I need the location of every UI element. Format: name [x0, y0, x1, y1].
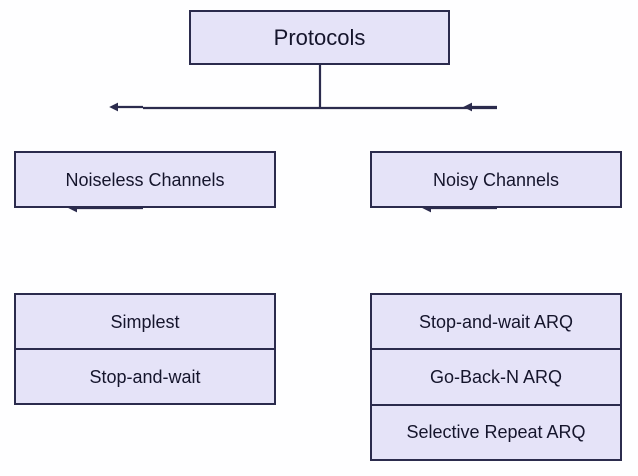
node-noiseless-channels-cell: Noiseless Channels	[16, 153, 274, 206]
node-go-back-n-arq: Go-Back-N ARQ	[372, 348, 620, 404]
connector-root-to-split	[143, 65, 497, 110]
node-selective-repeat-arq: Selective Repeat ARQ	[372, 403, 620, 459]
node-noisy-channels-label: Noisy Channels	[432, 169, 560, 190]
node-protocols-cell: Protocols	[191, 12, 448, 63]
node-noisy-channels: Noisy Channels	[370, 151, 622, 208]
node-simplest: Simplest	[16, 295, 274, 348]
node-protocols: Protocols	[189, 10, 450, 65]
node-simplest-label: Simplest	[110, 311, 180, 332]
node-go-back-n-arq-label: Go-Back-N ARQ	[429, 366, 563, 387]
node-noiseless-channels-label: Noiseless Channels	[65, 169, 225, 190]
node-noiseless-channels: Noiseless Channels	[14, 151, 276, 208]
node-protocols-label: Protocols	[273, 24, 366, 50]
node-noisy-channels-cell: Noisy Channels	[372, 153, 620, 206]
node-stop-and-wait-label: Stop-and-wait	[89, 366, 201, 387]
node-noisy-protocol-list: Stop-and-wait ARQ Go-Back-N ARQ Selectiv…	[370, 293, 622, 461]
node-stop-and-wait-arq: Stop-and-wait ARQ	[372, 295, 620, 349]
node-noiseless-protocol-list: Simplest Stop-and-wait	[14, 293, 276, 405]
node-stop-and-wait: Stop-and-wait	[16, 348, 274, 403]
node-stop-and-wait-arq-label: Stop-and-wait ARQ	[418, 311, 574, 332]
node-selective-repeat-arq-label: Selective Repeat ARQ	[406, 422, 586, 443]
